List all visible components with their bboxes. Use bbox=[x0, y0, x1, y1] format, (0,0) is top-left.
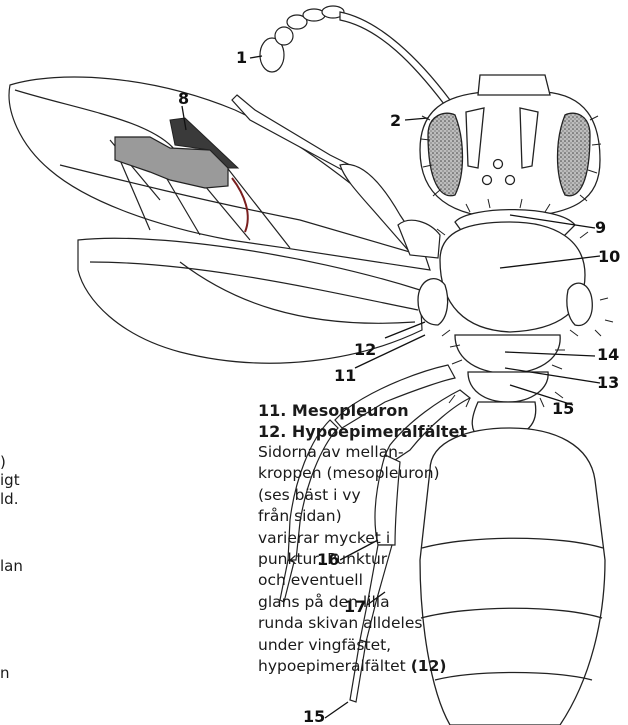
body-line: varierar mycket i bbox=[258, 528, 488, 549]
body-line: glans på den lilla bbox=[258, 592, 488, 613]
propodeum bbox=[468, 372, 548, 402]
callout-9: 9 bbox=[595, 218, 606, 237]
mesonotum bbox=[440, 222, 585, 332]
callout-15-leg: 15 bbox=[303, 707, 325, 725]
callout-12: 12 bbox=[354, 340, 376, 359]
callout-14: 14 bbox=[597, 345, 619, 364]
tegula-left bbox=[418, 279, 448, 325]
left-fragment: igt bbox=[0, 470, 20, 491]
term-hypoepimeral: hypoepimeralfältet bbox=[258, 657, 406, 675]
callout-13: 13 bbox=[597, 373, 619, 392]
callout-8: 8 bbox=[178, 89, 189, 108]
body-line: punktur. Punktur bbox=[258, 549, 488, 570]
ocellus bbox=[494, 160, 503, 169]
tegula-right bbox=[567, 283, 592, 325]
description: 11. Mesopleuron 12. Hypoepimeralfältet S… bbox=[258, 400, 488, 677]
body-line: kroppen (mesopleuron) bbox=[258, 463, 488, 484]
left-fragment: lan bbox=[0, 556, 23, 577]
body-line: från sidan) bbox=[258, 506, 488, 527]
body-line: och eventuell bbox=[258, 570, 488, 591]
callout-1: 1 bbox=[236, 48, 247, 67]
ref-12: (12) bbox=[411, 657, 447, 675]
callout-2: 2 bbox=[390, 111, 401, 130]
left-fragment: n bbox=[0, 663, 10, 684]
body-line: Sidorna av mellan- bbox=[258, 442, 488, 463]
body-line: under vingfästet, bbox=[258, 635, 488, 656]
body-line-last: hypoepimeralfältet (12) bbox=[258, 656, 488, 677]
callout-11: 11 bbox=[334, 366, 356, 385]
body-line: (ses bäst i vy bbox=[258, 485, 488, 506]
callout-10: 10 bbox=[598, 247, 620, 266]
heading-mesopleuron: 11. Mesopleuron bbox=[258, 400, 488, 421]
left-fragment: ld. bbox=[0, 489, 18, 510]
ocellus bbox=[483, 176, 492, 185]
body-line: runda skivan alldeles bbox=[258, 613, 488, 634]
ocellus bbox=[506, 176, 515, 185]
heading-hypoepimeral: 12. Hypoepimeralfältet bbox=[258, 421, 488, 442]
callout-15-thorax: 15 bbox=[552, 399, 574, 418]
